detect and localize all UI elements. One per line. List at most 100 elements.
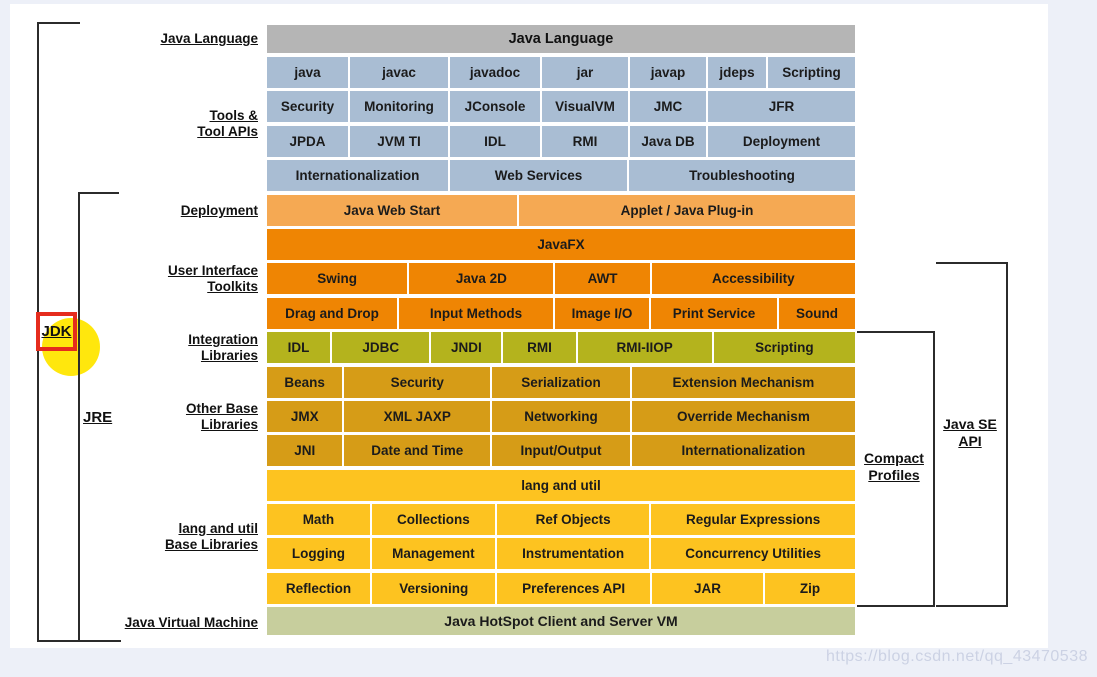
- java-se-api-bracket-line: [1006, 262, 1008, 607]
- diagram-cell: Concurrency Utilities: [651, 538, 856, 570]
- diagram-cell: Troubleshooting: [629, 160, 855, 192]
- diagram-cell: Logging: [267, 538, 370, 570]
- diagram-cell: IDL: [450, 125, 540, 157]
- diagram-cell: Java Web Start: [267, 194, 517, 226]
- diagram-cell: Serialization: [492, 366, 630, 398]
- diagram-cell: Beans: [267, 366, 343, 398]
- compact-profiles-bracket-line: [933, 331, 935, 607]
- diagram-cell: RMI: [503, 332, 576, 364]
- diagram-cell: JavaFX: [267, 228, 855, 260]
- diagram-cell: JVM TI: [350, 125, 448, 157]
- diagram-cell: Scripting: [768, 57, 855, 88]
- diagram-cell: Drag and Drop: [267, 297, 397, 329]
- label-integration-libraries: Integration Libraries: [188, 332, 258, 363]
- diagram-cell: Management: [371, 538, 495, 570]
- diagram-cell: Regular Expressions: [651, 504, 856, 536]
- diagram-cell: Networking: [492, 400, 630, 432]
- diagram-cell: JMX: [267, 400, 343, 432]
- diagram-cell: Print Service: [651, 297, 777, 329]
- diagram-cell: Security: [344, 366, 491, 398]
- diagram-cell: Versioning: [372, 572, 496, 604]
- diagram-cell: Java DB: [630, 125, 706, 157]
- diagram-cell: Security: [267, 91, 348, 123]
- diagram-cell: AWT: [555, 263, 650, 295]
- diagram-cell: Override Mechanism: [631, 400, 855, 432]
- diagram-row: JavaFX: [267, 228, 855, 260]
- diagram-cell: javac: [350, 57, 448, 88]
- diagram-cell: XML JAXP: [344, 400, 491, 432]
- diagram-cell: RMI: [542, 125, 628, 157]
- diagram-cell: lang and util: [267, 469, 855, 501]
- diagram-cell: JPDA: [267, 125, 348, 157]
- diagram-cell: Java Language: [267, 25, 855, 53]
- label-compact-profiles: Compact Profiles: [864, 450, 924, 483]
- diagram-cell: Input/Output: [492, 435, 630, 467]
- diagram-cell: Image I/O: [555, 297, 649, 329]
- java-se-api-bracket-line: [936, 605, 1008, 607]
- label-tools-and-tool-apis: Tools & Tool APIs: [197, 108, 258, 139]
- diagram-cell: JFR: [708, 91, 855, 123]
- diagram-cell: Internationalization: [631, 435, 855, 467]
- label-java-se-api: Java SE API: [943, 416, 997, 449]
- label-other-base-libraries: Other Base Libraries: [185, 401, 258, 432]
- diagram-cell: Instrumentation: [496, 538, 650, 570]
- jdk-bracket-line: [37, 22, 80, 24]
- diagram-cell: IDL: [267, 332, 331, 364]
- diagram-cell: JMC: [630, 91, 706, 123]
- diagram-cell: jdeps: [708, 57, 766, 88]
- jre-bracket-line: [78, 192, 80, 642]
- diagram-cell: Internationalization: [267, 160, 448, 192]
- diagram-cell: java: [267, 57, 348, 88]
- diagram-cell: Date and Time: [344, 435, 491, 467]
- diagram-row: lang and util: [267, 469, 855, 501]
- diagram-cell: Deployment: [708, 125, 855, 157]
- diagram-cell: Preferences API: [497, 572, 650, 604]
- java-se-api-bracket-line: [936, 262, 1008, 264]
- diagram-cell: Applet / Java Plug-in: [519, 194, 855, 226]
- diagram-cell: Collections: [371, 504, 495, 536]
- diagram-cell: Java 2D: [409, 263, 554, 295]
- diagram-cell: Sound: [779, 297, 855, 329]
- diagram-cell: Input Methods: [399, 297, 553, 329]
- diagram-cell: JDBC: [332, 332, 430, 364]
- diagram-row: Java HotSpot Client and Server VM: [267, 607, 855, 636]
- diagram-cell: Ref Objects: [496, 504, 650, 536]
- label-java-virtual-machine: Java Virtual Machine: [124, 615, 258, 630]
- jdk-label: JDK: [41, 323, 72, 340]
- compact-profiles-bracket-line: [857, 605, 935, 607]
- jre-label: JRE: [83, 409, 113, 426]
- label-lang-and-util-base-libraries: lang and util Base Libraries: [164, 521, 258, 552]
- diagram-cell: javadoc: [450, 57, 540, 88]
- diagram-cell: JNDI: [431, 332, 502, 364]
- diagram-row: Java Language: [267, 25, 855, 53]
- label-java-language: Java Language: [160, 31, 258, 46]
- diagram-cell: Math: [267, 504, 370, 536]
- diagram-cell: JConsole: [450, 91, 540, 123]
- diagram-cell: Swing: [267, 263, 408, 295]
- diagram-cell: VisualVM: [542, 91, 628, 123]
- label-user-interface-toolkits: User Interface Toolkits: [167, 263, 258, 294]
- label-deployment: Deployment: [180, 203, 258, 218]
- watermark-url: https://blog.csdn.net/qq_43470538: [825, 648, 1088, 665]
- diagram-cell: Extension Mechanism: [631, 366, 855, 398]
- diagram-cell: javap: [630, 57, 706, 88]
- compact-profiles-bracket-line: [857, 331, 935, 333]
- diagram-cell: Java HotSpot Client and Server VM: [267, 607, 855, 636]
- diagram-cell: JNI: [267, 435, 343, 467]
- diagram-cell: RMI-IIOP: [577, 332, 712, 364]
- jre-bracket-line: [78, 192, 119, 194]
